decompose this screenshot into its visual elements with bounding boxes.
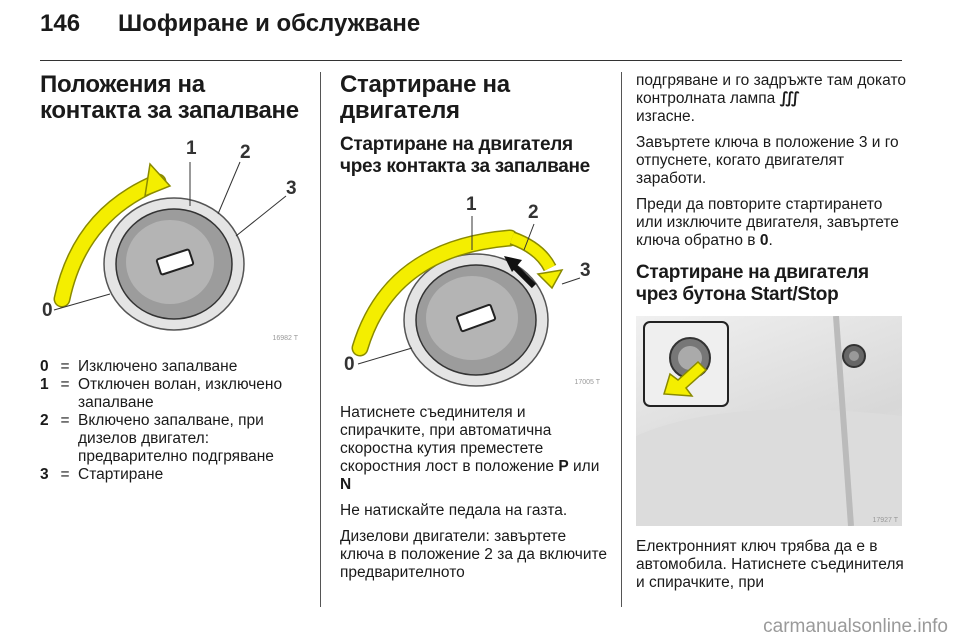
gear-p: P [558,458,569,475]
ignition-lock-illustration: 1 2 3 0 [42,138,297,331]
column-divider-1 [320,72,321,607]
legend-eq: = [60,358,70,375]
figure2-label-3: 3 [580,260,591,281]
text-run: Преди да повторите стартирането или изкл… [636,196,899,249]
text-run: изгасне. [636,108,695,125]
start-stop-subtitle: Стартиране на двигателя чрез бутона Star… [636,262,869,305]
legend-text: Стартиране [78,466,164,483]
figure1-label-2: 2 [240,142,251,163]
text-run: . [768,232,773,249]
column-divider-2 [621,72,622,607]
ignition-positions-figure: 1 2 3 0 16982 T [40,134,302,344]
column-2: Стартиране на двигателя Стартиране на дв… [340,72,608,590]
figure3-code: 17927 T [872,517,898,524]
engine-start-title: Стартиране на двигателя [340,71,510,124]
legend-row-2: 2 = Включено запалване, при дизелов двигат… [40,412,308,466]
ignition-start-illustration: 1 2 3 0 [344,194,591,387]
legend-eq: = [60,466,70,483]
text-run: Натиснете съединителя и спирачките, при … [340,404,559,475]
legend-key: 2 [40,412,49,429]
legend-text: Отключен волан, изключено запалване [78,376,283,411]
column-1: Положения на контакта за запалване 1 2 3… [40,72,308,484]
ignition-positions-legend: 0 = Изключено запалване 1 = Отключен волан, … [40,358,308,484]
figure2-code: 17005 T [574,379,600,386]
figure1-label-0: 0 [42,300,53,321]
legend-text: Изключено запалване [78,358,238,375]
figure1-code: 16982 T [272,335,298,342]
start-stop-illustration [636,315,902,527]
column-3: подгряване и го задръжте там докато конт… [636,72,908,600]
paragraph-preheat: подгряване и го задръжте там докато конт… [636,72,908,126]
paragraph-repeat: Преди да повторите стартирането или изкл… [636,196,908,250]
legend-row-1: 1 = Отключен волан, изключено запалване [40,376,308,412]
figure2-label-2: 2 [528,202,539,223]
legend-key: 1 [40,376,49,393]
legend-row-3: 3 = Стартиране [40,466,308,484]
legend-key: 0 [40,358,49,375]
paragraph-turn-key: Завъртете ключа в положение 3 и го отпус… [636,134,899,187]
legend-text: Включено запалване, при дизелов двигател… [78,412,274,465]
paragraph-electronic-key: Електронният ключ трябва да е в автомоби… [636,538,904,591]
position-zero: 0 [759,232,769,249]
figure1-label-1: 1 [186,138,197,159]
legend-row-0: 0 = Изключено запалване [40,358,308,376]
paragraph-no-gas: Не натискайте педала на газта. [340,502,568,519]
ignition-positions-title: Положения на контакта за запалване [40,71,299,124]
gear-n: N [340,476,352,493]
engine-start-key-subtitle: Стартиране на двигателя чрез контакта за… [340,134,590,177]
legend-key: 3 [40,466,49,483]
figure2-label-0: 0 [344,354,355,375]
header-rule [40,60,902,61]
legend-eq: = [60,412,70,429]
legend-eq: = [60,376,70,393]
section-title: Шофиране и обслужване [118,10,421,37]
paragraph-diesel: Дизелови двигатели: завъртете ключа в по… [340,528,608,581]
figure2-label-1: 1 [466,194,477,215]
page-number: 146 [40,10,81,37]
start-stop-figure: 17927 T [636,315,902,527]
text-run: подгряване и го задръжте там докато конт… [636,72,907,107]
text-run: или [568,458,600,475]
page-header: 146 Шофиране и обслужване [40,10,420,38]
watermark: carmanualsonline.info [763,616,948,637]
paragraph-clutch-brake: Натиснете съединителя и спирачките, при … [340,404,608,494]
engine-start-key-figure: 1 2 3 0 17005 T [340,188,604,388]
figure1-label-3: 3 [286,178,297,199]
glow-plug-icon: ∭ [779,90,800,107]
